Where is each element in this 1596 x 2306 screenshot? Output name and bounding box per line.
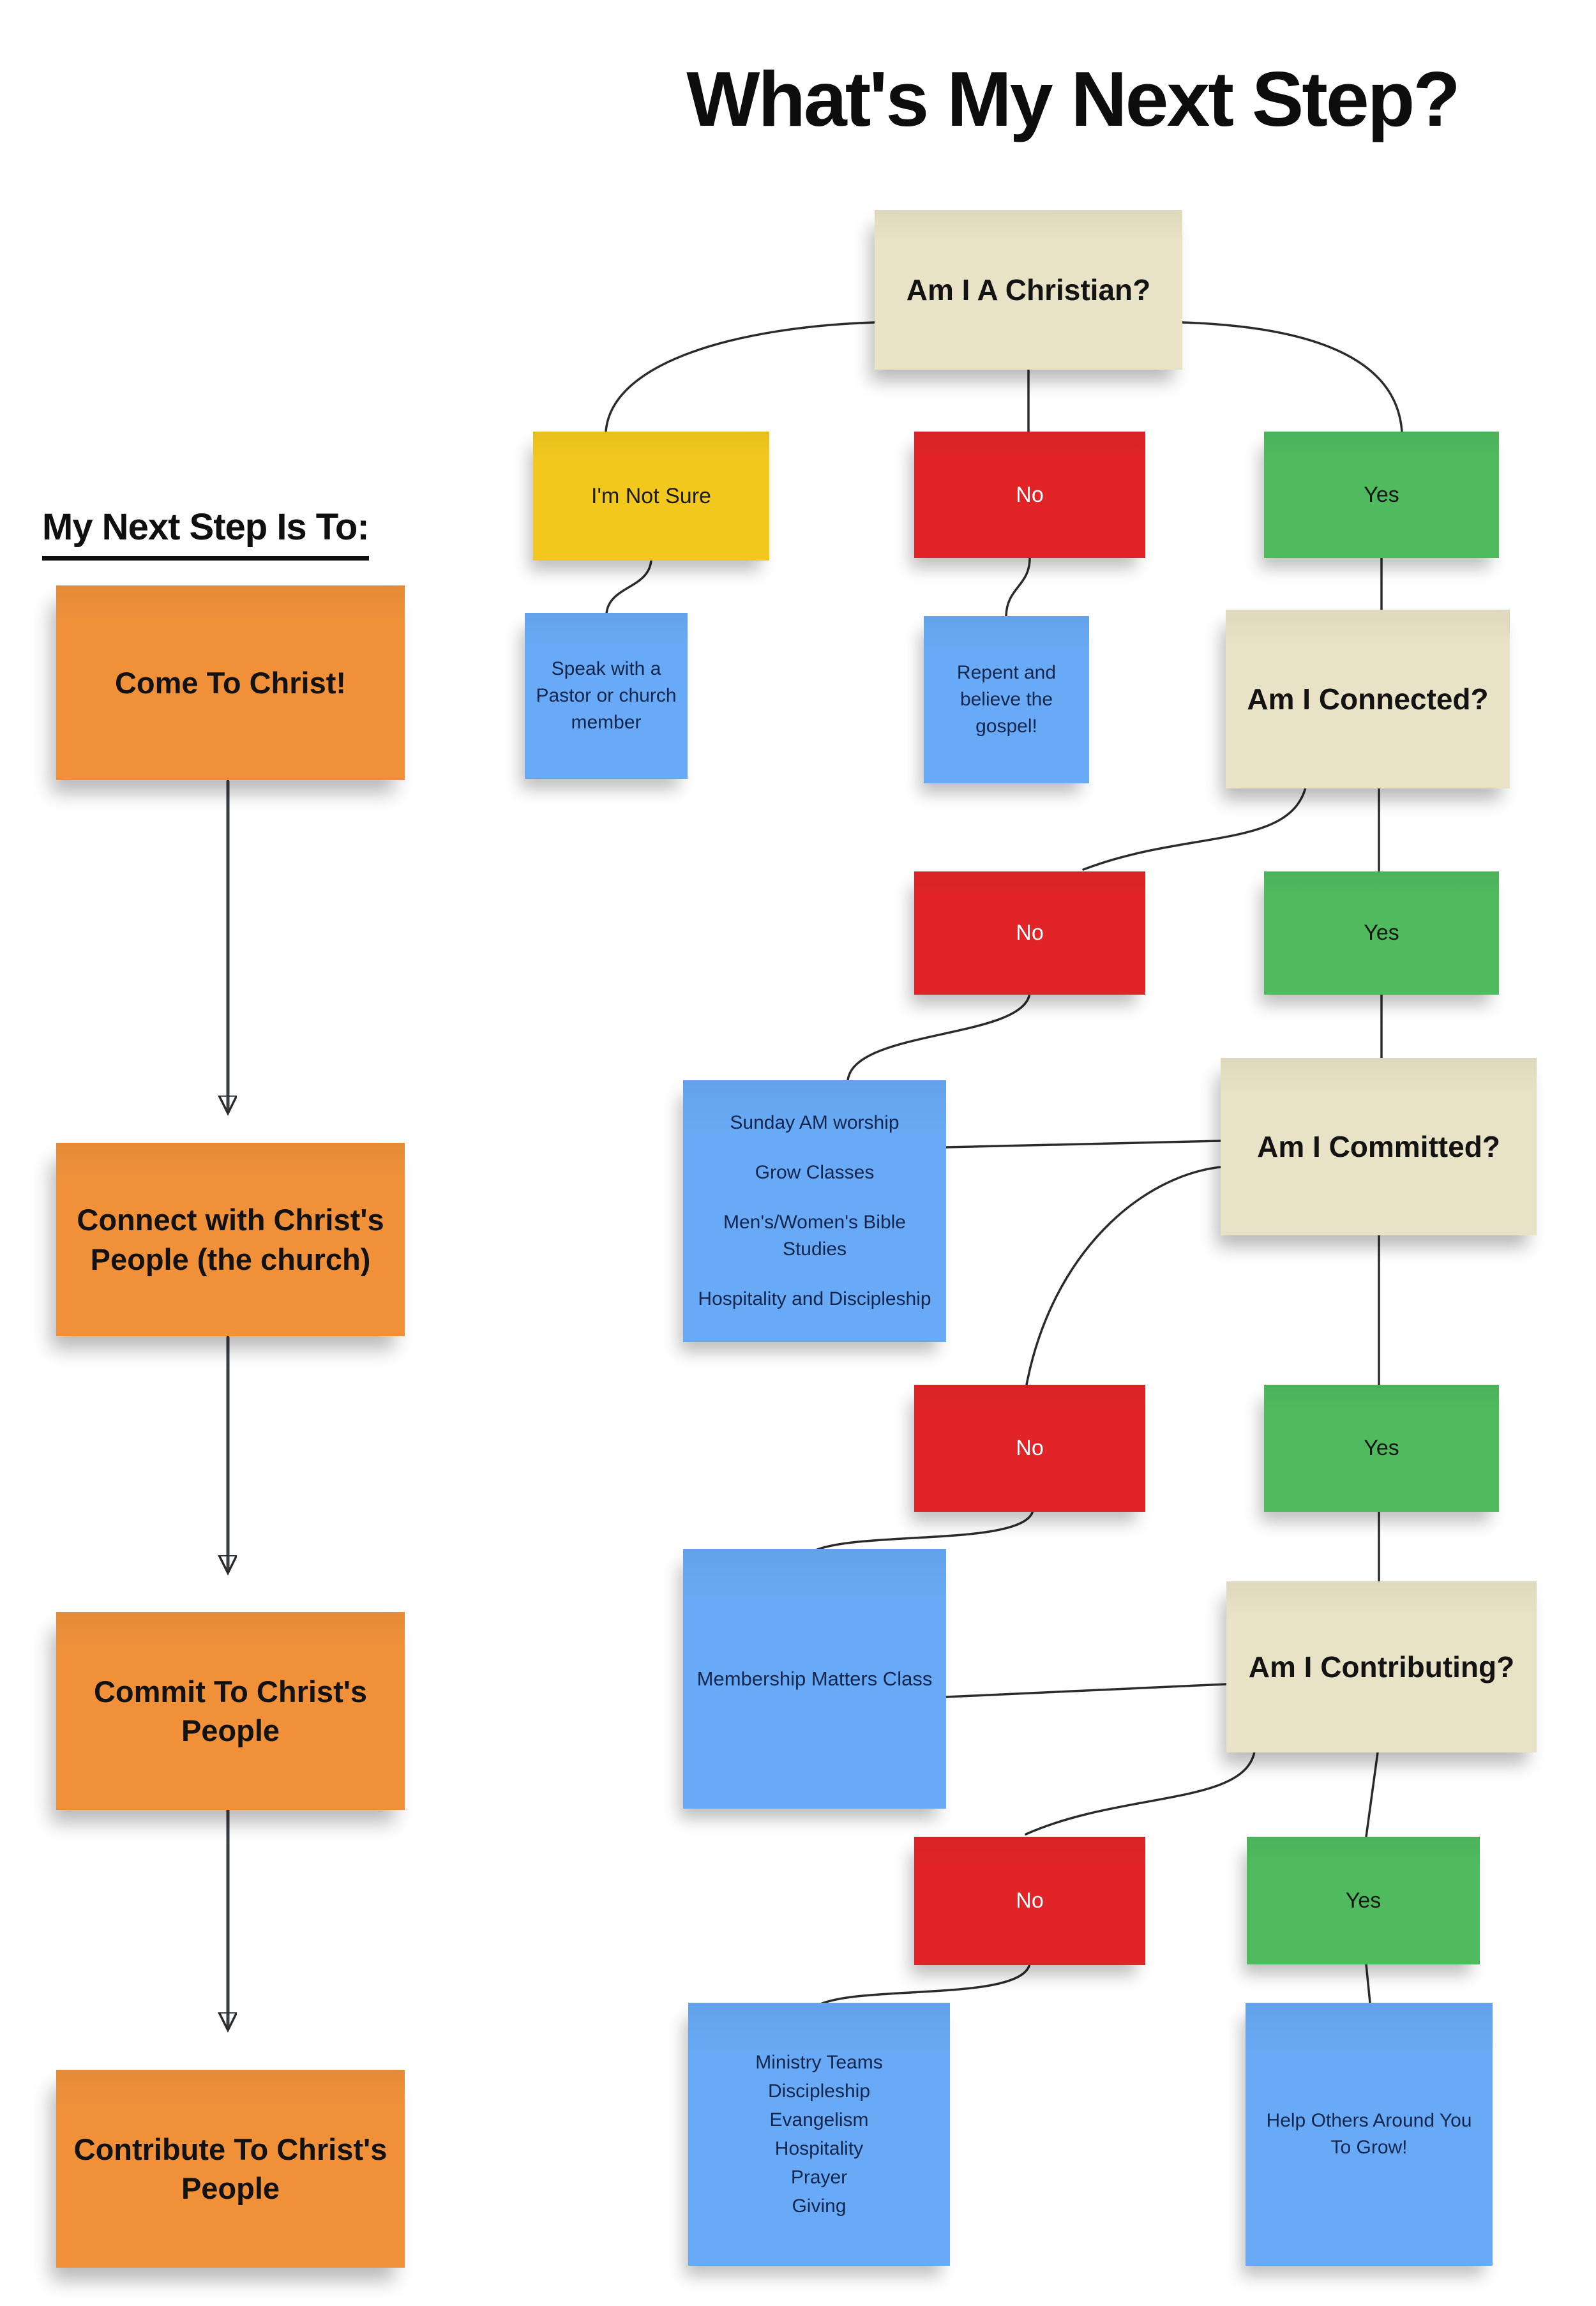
- connector-q2-to-no2: [1082, 787, 1307, 871]
- committed-list-item: Hospitality: [774, 2138, 864, 2159]
- connector-yes4-to-help: [1365, 1963, 1371, 2004]
- connector-no4-to-committed-list: [817, 1963, 1031, 2007]
- connector-q3-to-no3: [1025, 1166, 1222, 1386]
- step-note-contribute: Contribute To Christ's People: [56, 2070, 405, 2268]
- answer-note-no-1: No: [914, 432, 1145, 558]
- step-note-connect: Connect with Christ's People (the church…: [56, 1143, 405, 1336]
- connected-list-item: Sunday AM worship: [730, 1112, 900, 1133]
- connector-no3-to-membership: [815, 1509, 1034, 1551]
- committed-list-item: Ministry Teams: [755, 2052, 883, 2073]
- question-card-am-i-committed: Am I Committed?: [1221, 1058, 1537, 1235]
- question-card-am-i-connected: Am I Connected?: [1226, 610, 1510, 788]
- connector-q1-to-not-sure: [605, 321, 876, 433]
- connector-not-sure-to-speak: [605, 559, 652, 615]
- answer-note-yes-3: Yes: [1264, 1385, 1499, 1512]
- committed-list-item: Evangelism: [769, 2109, 869, 2130]
- sidebar-heading: My Next Step Is To:: [42, 506, 370, 561]
- connector-q4-to-no4: [1025, 1751, 1256, 1835]
- action-note-help-others: Help Others Around You To Grow!: [1246, 2003, 1493, 2266]
- answer-note-not-sure: I'm Not Sure: [533, 432, 769, 561]
- committed-list-item: Giving: [792, 2196, 847, 2217]
- connected-list-item: Hospitality and Discipleship: [698, 1288, 931, 1309]
- answer-note-no-3: No: [914, 1385, 1145, 1512]
- answer-note-yes-4: Yes: [1247, 1837, 1480, 1964]
- action-note-speak-with-pastor: Speak with a Pastor or church member: [525, 613, 688, 779]
- connector-q1-to-yes1: [1181, 321, 1403, 433]
- question-card-am-i-a-christian: Am I A Christian?: [875, 210, 1182, 370]
- answer-note-yes-2: Yes: [1264, 871, 1499, 995]
- step-note-commit: Commit To Christ's People: [56, 1612, 405, 1810]
- action-note-repent-believe: Repent and believe the gospel!: [924, 616, 1089, 783]
- connected-list-item: Men's/Women's Bible Studies: [723, 1212, 906, 1260]
- connector-membership-to-q4: [945, 1683, 1228, 1698]
- connected-list-item: Grow Classes: [755, 1162, 875, 1183]
- answer-note-no-4: No: [914, 1837, 1145, 1965]
- answer-note-no-2: No: [914, 871, 1145, 995]
- connector-q4-to-yes4: [1365, 1751, 1379, 1838]
- page-title: What's My Next Step?: [686, 56, 1461, 142]
- committed-list-item: Prayer: [790, 2167, 848, 2188]
- connector-no1-to-repent: [1005, 557, 1031, 617]
- question-card-am-i-contributing: Am I Contributing?: [1226, 1581, 1537, 1752]
- answer-note-yes-1: Yes: [1264, 432, 1499, 558]
- connector-connected-list-to-q3: [945, 1140, 1222, 1149]
- connector-no2-to-connected-list: [847, 992, 1031, 1081]
- step-note-come-to-christ: Come To Christ!: [56, 585, 405, 780]
- committed-list-item: Discipleship: [767, 2081, 871, 2102]
- action-note-membership-class: Membership Matters Class: [683, 1549, 946, 1809]
- action-note-committed-list: Ministry Teams Discipleship Evangelism H…: [688, 2003, 950, 2266]
- action-note-connected-list: Sunday AM worship Grow Classes Men's/Wom…: [683, 1080, 946, 1342]
